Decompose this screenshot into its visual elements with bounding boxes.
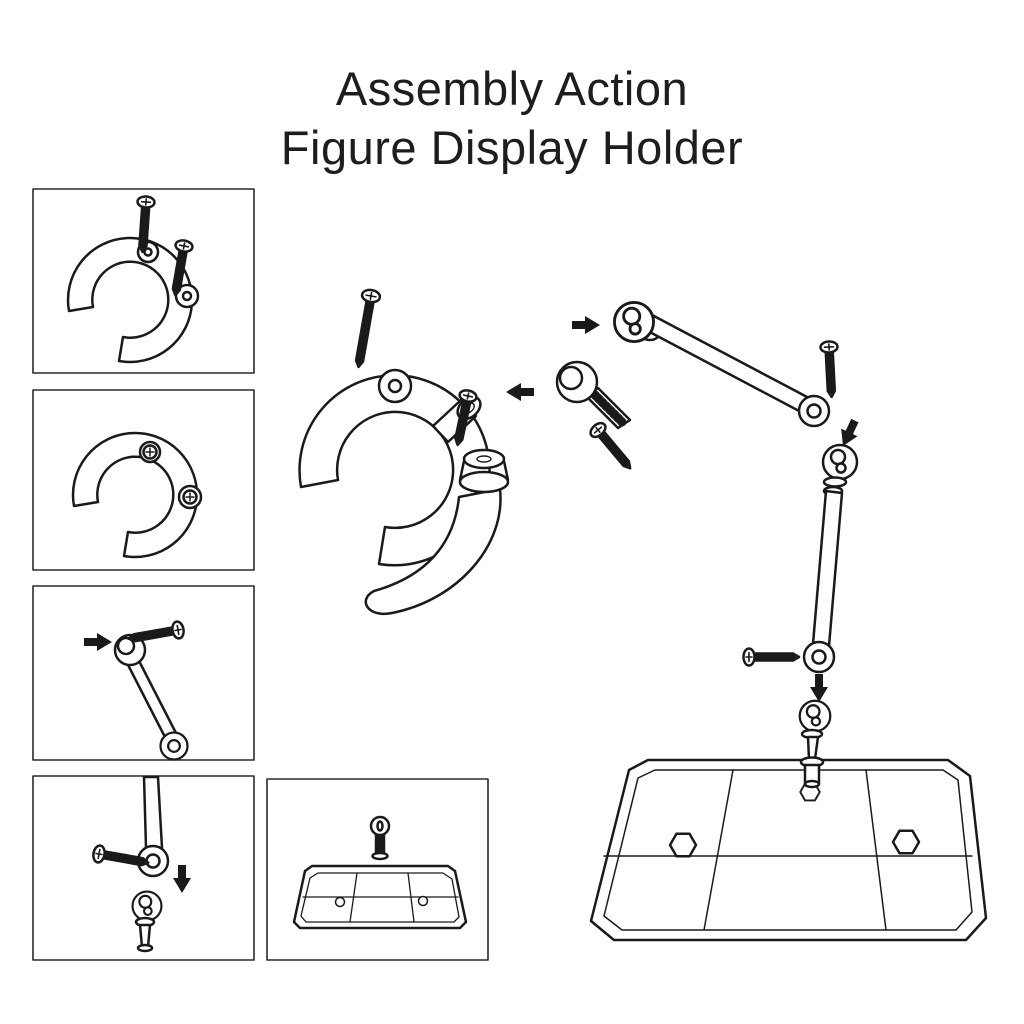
clamp-hook-arm: [364, 487, 502, 616]
step-panel-1: [32, 188, 255, 374]
ball-connector: [798, 699, 832, 733]
peg: [138, 923, 152, 949]
main-clamp: [298, 289, 510, 616]
joint-assembly-step: [92, 775, 193, 953]
base-plate: [589, 758, 988, 942]
lower-arm-rod: [811, 489, 844, 648]
step-panel-2: [32, 389, 255, 571]
arm-link-step: [82, 621, 189, 761]
ball-connector: [131, 890, 163, 922]
long-screw-icon: [350, 289, 381, 369]
direction-arrow: [570, 314, 602, 336]
ball: [116, 636, 136, 656]
clamp-body: [71, 431, 199, 559]
lower-ball-connector: [798, 699, 832, 789]
page-title: Assembly Action Figure Display Holder: [0, 60, 1024, 178]
arm-joint: [797, 394, 831, 428]
ball-socket-connector: [555, 360, 637, 474]
screw-icon: [588, 420, 637, 473]
hex-bolt: [668, 832, 698, 858]
peg-head: [369, 815, 391, 837]
mid-ball-joint: [821, 443, 859, 481]
step-panel-5: [266, 778, 489, 961]
joint-disc: [462, 448, 506, 470]
screw-head-icon: [182, 489, 198, 505]
title-line-1: Assembly Action: [335, 62, 689, 115]
title-line-2: Figure Display Holder: [280, 120, 744, 174]
rod-joint: [159, 731, 189, 761]
step-panel-4: [32, 775, 255, 961]
arm-rod: [142, 775, 164, 850]
base-plate-outline: [589, 758, 988, 942]
joint-disc: [458, 470, 510, 494]
plate-hole: [334, 896, 346, 908]
clamp-assembled: [71, 431, 203, 559]
clamp-body: [66, 236, 194, 364]
hex-bolt: [891, 829, 921, 855]
upper-arm-rod: [642, 313, 811, 414]
main-exploded-diagram: [298, 289, 988, 942]
horizontal-screw-icon: [744, 649, 800, 666]
clamp-parts-exploded: [66, 196, 200, 364]
base-plate-step: [292, 815, 468, 930]
direction-arrow: [504, 381, 536, 403]
step-panel-3: [32, 585, 255, 761]
screw-icon: [820, 341, 840, 397]
elbow-ball-joint: [613, 301, 655, 343]
bottom-joint: [802, 640, 836, 674]
plate-hole: [417, 895, 429, 907]
ball: [558, 365, 584, 391]
peg: [806, 735, 820, 761]
screw-head-icon: [142, 444, 158, 460]
direction-arrow: [808, 672, 830, 704]
articulated-arm: [613, 301, 865, 704]
